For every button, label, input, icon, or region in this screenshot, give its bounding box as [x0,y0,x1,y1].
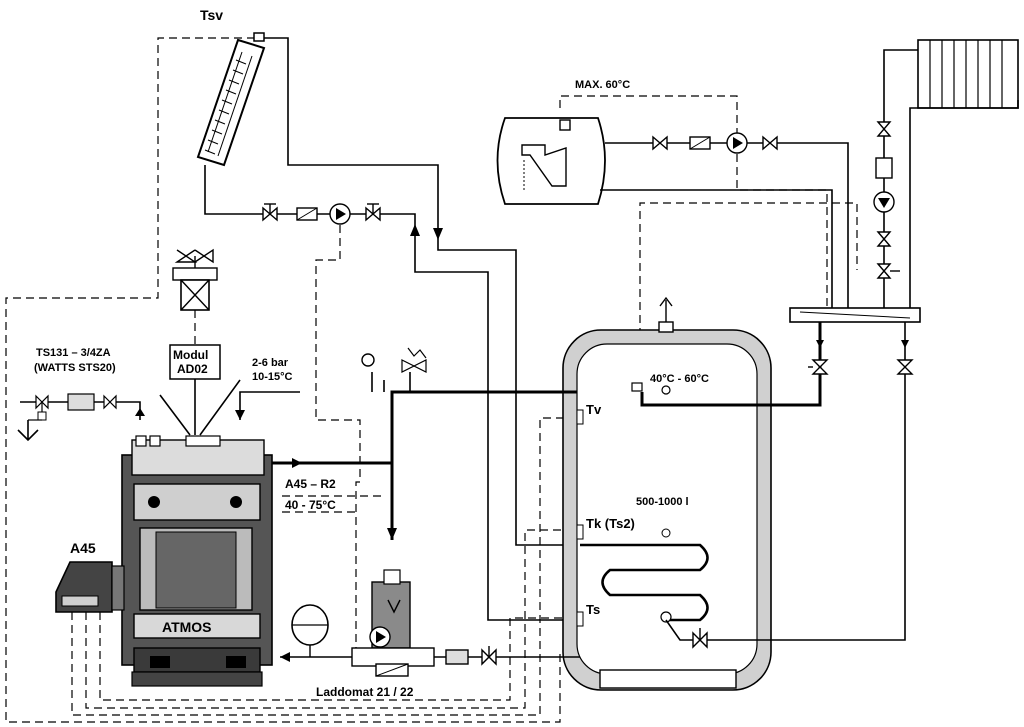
return-line-components [445,646,497,666]
safety-valve-model-label: TS131 – 3/4ZA [36,347,111,359]
radiator-valves [873,121,900,279]
dhw-pump-group [652,132,778,154]
sensor-tv-label: Tv [586,402,602,417]
boiler-temp-label: 40 - 75°C [285,498,336,512]
radiator [917,39,1019,109]
pressure-label: 2-6 bar [252,357,289,369]
modul-box [169,344,221,380]
tank-volume-label: 500-1000 l [636,496,689,508]
mixing-valve-actuator [172,248,218,311]
hot-water-cylinder [496,117,606,205]
burner-relay-label: A45 – R2 [285,477,336,491]
modul-label-1: Modul [173,348,208,362]
solar-pump-group [262,203,381,225]
tank-valves [692,340,914,649]
max-temp-label: MAX. 60°C [575,79,630,91]
safety-valve-alt-label: (WATTS STS20) [34,362,116,374]
boiler-brand-label: ATMOS [162,619,212,635]
sensor-ts-label: Ts [586,602,600,617]
laddomat-unit [351,569,435,677]
boiler [121,435,273,687]
pellet-burner [55,561,125,613]
burner-label: A45 [70,540,96,556]
laddomat-label: Laddomat 21 / 22 [316,685,414,699]
expansion-vessel [291,604,329,657]
sensor-tk-label: Tk (Ts2) [586,516,635,531]
buffer-tank [562,296,772,691]
water-temp-label: 10-15°C [252,371,293,383]
solar-collector [196,32,266,167]
tsv-label: Tsv [200,7,223,23]
safety-valve-group [28,393,117,421]
modul-label-2: AD02 [177,362,208,376]
tank-temp-label: 40°C - 60°C [650,373,709,385]
